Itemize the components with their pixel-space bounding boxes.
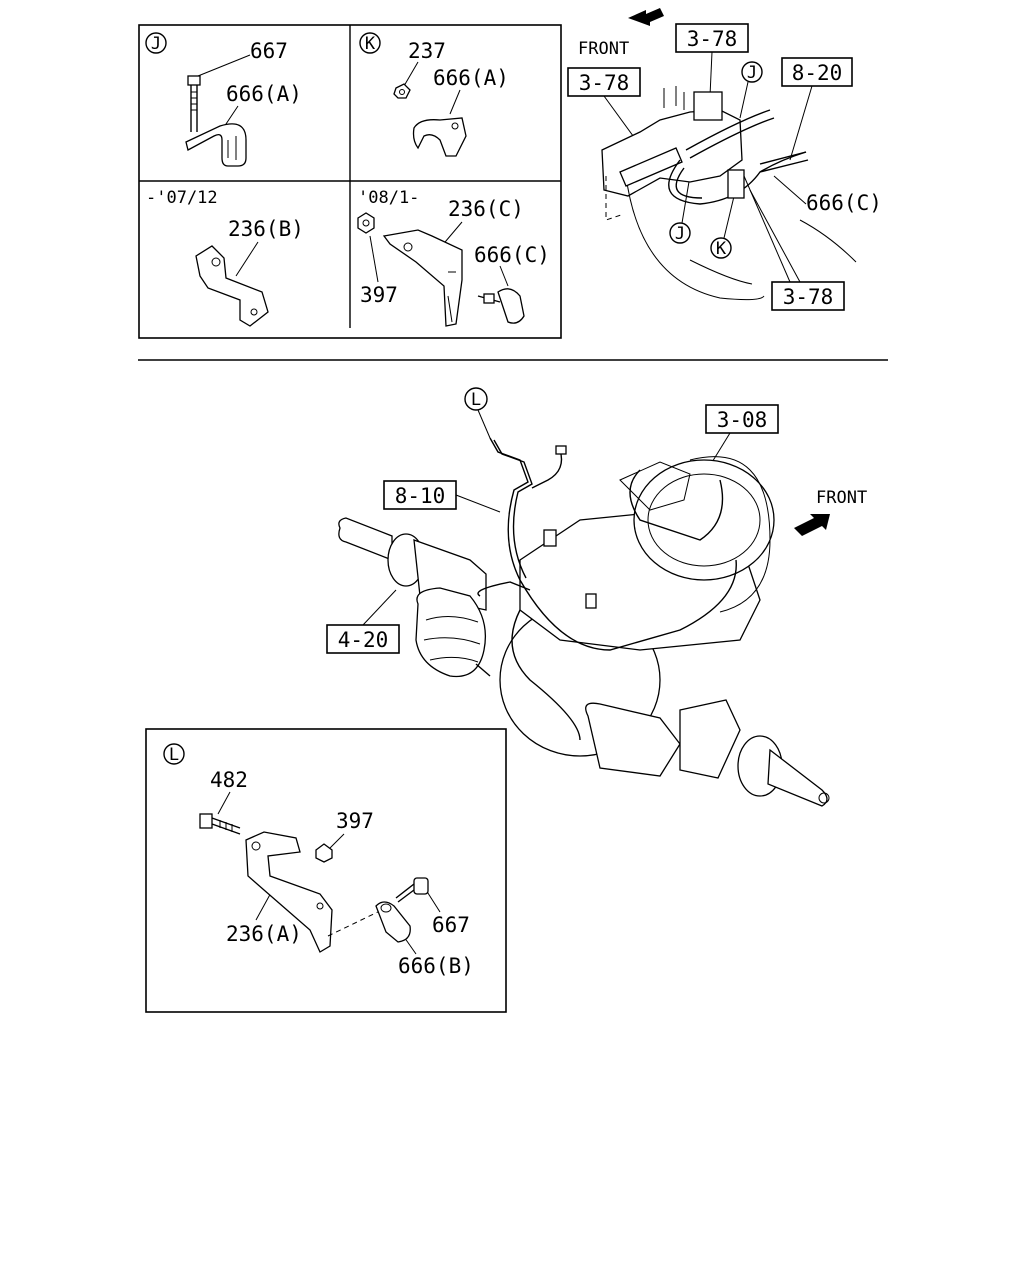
leader-line <box>499 265 509 287</box>
ref-label-8-10: 8-10 <box>395 484 446 508</box>
part-label-667: 667 <box>432 913 470 937</box>
leader-line <box>235 241 259 277</box>
leader-line <box>197 54 251 77</box>
leader-line <box>749 189 801 283</box>
front-label-main: FRONT <box>816 488 867 508</box>
callout-circle-k-upper <box>710 237 732 259</box>
part-label-482: 482 <box>210 768 248 792</box>
leader-line <box>603 95 637 141</box>
part-label-397: 397 <box>336 809 374 833</box>
ref-label-3-78: 3-78 <box>783 285 834 309</box>
bracket-236c-drawing <box>382 229 463 327</box>
leader-line <box>425 889 441 913</box>
leader-line <box>773 175 807 205</box>
ref-box-3-78-bottom <box>771 281 845 311</box>
period-label-late: '08/1- <box>358 188 419 208</box>
callout-l-label: L <box>471 390 481 410</box>
ref-box-3-08 <box>705 404 779 434</box>
front-arrow-icon <box>628 8 664 26</box>
leader-line <box>739 81 749 119</box>
front-arrow-icon <box>794 514 830 536</box>
leader-line <box>362 589 397 626</box>
part-label-236a: 236(A) <box>226 922 302 946</box>
leader-line <box>217 791 231 815</box>
leader-line <box>329 833 345 849</box>
bolt-482-drawing <box>199 813 241 835</box>
callout-circle-l-detail <box>163 743 185 765</box>
detail-late-panel: '08/1- 236(C) 666(C) 397 <box>357 188 550 327</box>
part-label-397: 397 <box>360 283 398 307</box>
ref-label-3-08: 3-08 <box>717 408 768 432</box>
bracket-236b-drawing <box>195 245 269 327</box>
detail-early-panel: -'07/12 236(B) <box>146 188 304 327</box>
leader-line <box>477 409 491 439</box>
detail-l-panel: L 482 397 667 236(A) 666(B) <box>145 728 507 1013</box>
part-label-667: 667 <box>250 39 288 63</box>
main-view: L 3-08 8-10 4-20 FRONT <box>326 387 867 807</box>
leader-line <box>449 89 461 115</box>
part-label-236c: 236(C) <box>448 197 524 221</box>
ref-label-3-78: 3-78 <box>687 27 738 51</box>
ref-label-8-20: 8-20 <box>792 61 843 85</box>
part-label-237: 237 <box>408 39 446 63</box>
part-label-236b: 236(B) <box>228 217 304 241</box>
part-label-666c: 666(C) <box>806 191 882 215</box>
clamp-666b-drawing <box>375 901 411 943</box>
callout-circle-j-lower <box>669 222 691 244</box>
nut-237-drawing <box>393 83 411 99</box>
callout-j-label: J <box>675 224 685 244</box>
callout-circle-l-main <box>464 387 488 411</box>
callout-k-label: K <box>365 34 376 54</box>
part-label-666a: 666(A) <box>226 82 302 106</box>
ref-label-3-78: 3-78 <box>579 71 630 95</box>
axle-housing-drawing <box>601 86 857 301</box>
part-label-666c: 666(C) <box>474 243 550 267</box>
callout-circle-j-upper <box>741 61 763 83</box>
front-label-upper: FRONT <box>578 39 629 59</box>
upper-right-view: FRONT 3-78 3-78 8-20 3-78 666(C) J J K <box>567 8 882 311</box>
leader-line <box>789 85 813 161</box>
callout-l-label: L <box>169 745 179 765</box>
leader-line <box>455 494 501 513</box>
nut-397-drawing <box>315 843 333 863</box>
callout-circle-j <box>145 32 167 54</box>
nut-397-drawing <box>357 212 375 234</box>
detail-k-panel: K 237 666(A) <box>359 32 509 157</box>
callout-circle-k <box>359 32 381 54</box>
bolt-667-drawing <box>395 877 429 903</box>
ref-box-3-78-top <box>675 23 749 53</box>
part-label-666a: 666(A) <box>433 66 509 90</box>
bracket-236a-drawing <box>245 831 383 953</box>
leader-line <box>709 51 713 97</box>
clamp-666a-drawing <box>185 123 247 167</box>
callout-j-label: J <box>151 34 161 54</box>
leader-line <box>403 61 419 87</box>
callout-k-label: K <box>716 239 727 259</box>
period-label-early: -'07/12 <box>146 188 218 208</box>
detail-j-panel: J 667 666(A) <box>145 32 302 167</box>
leader-line <box>369 235 379 283</box>
ref-label-4-20: 4-20 <box>338 628 389 652</box>
rear-axle-drawing <box>338 437 830 807</box>
detail-l-frame <box>145 728 507 1013</box>
clamp-666c-drawing <box>477 288 525 324</box>
ref-box-8-20 <box>781 57 853 87</box>
callout-j-label: J <box>747 63 757 83</box>
part-label-666b: 666(B) <box>398 954 474 978</box>
clamp-666a-drawing <box>412 117 467 157</box>
bolt-667-drawing <box>187 75 201 132</box>
ref-box-4-20 <box>326 624 400 654</box>
